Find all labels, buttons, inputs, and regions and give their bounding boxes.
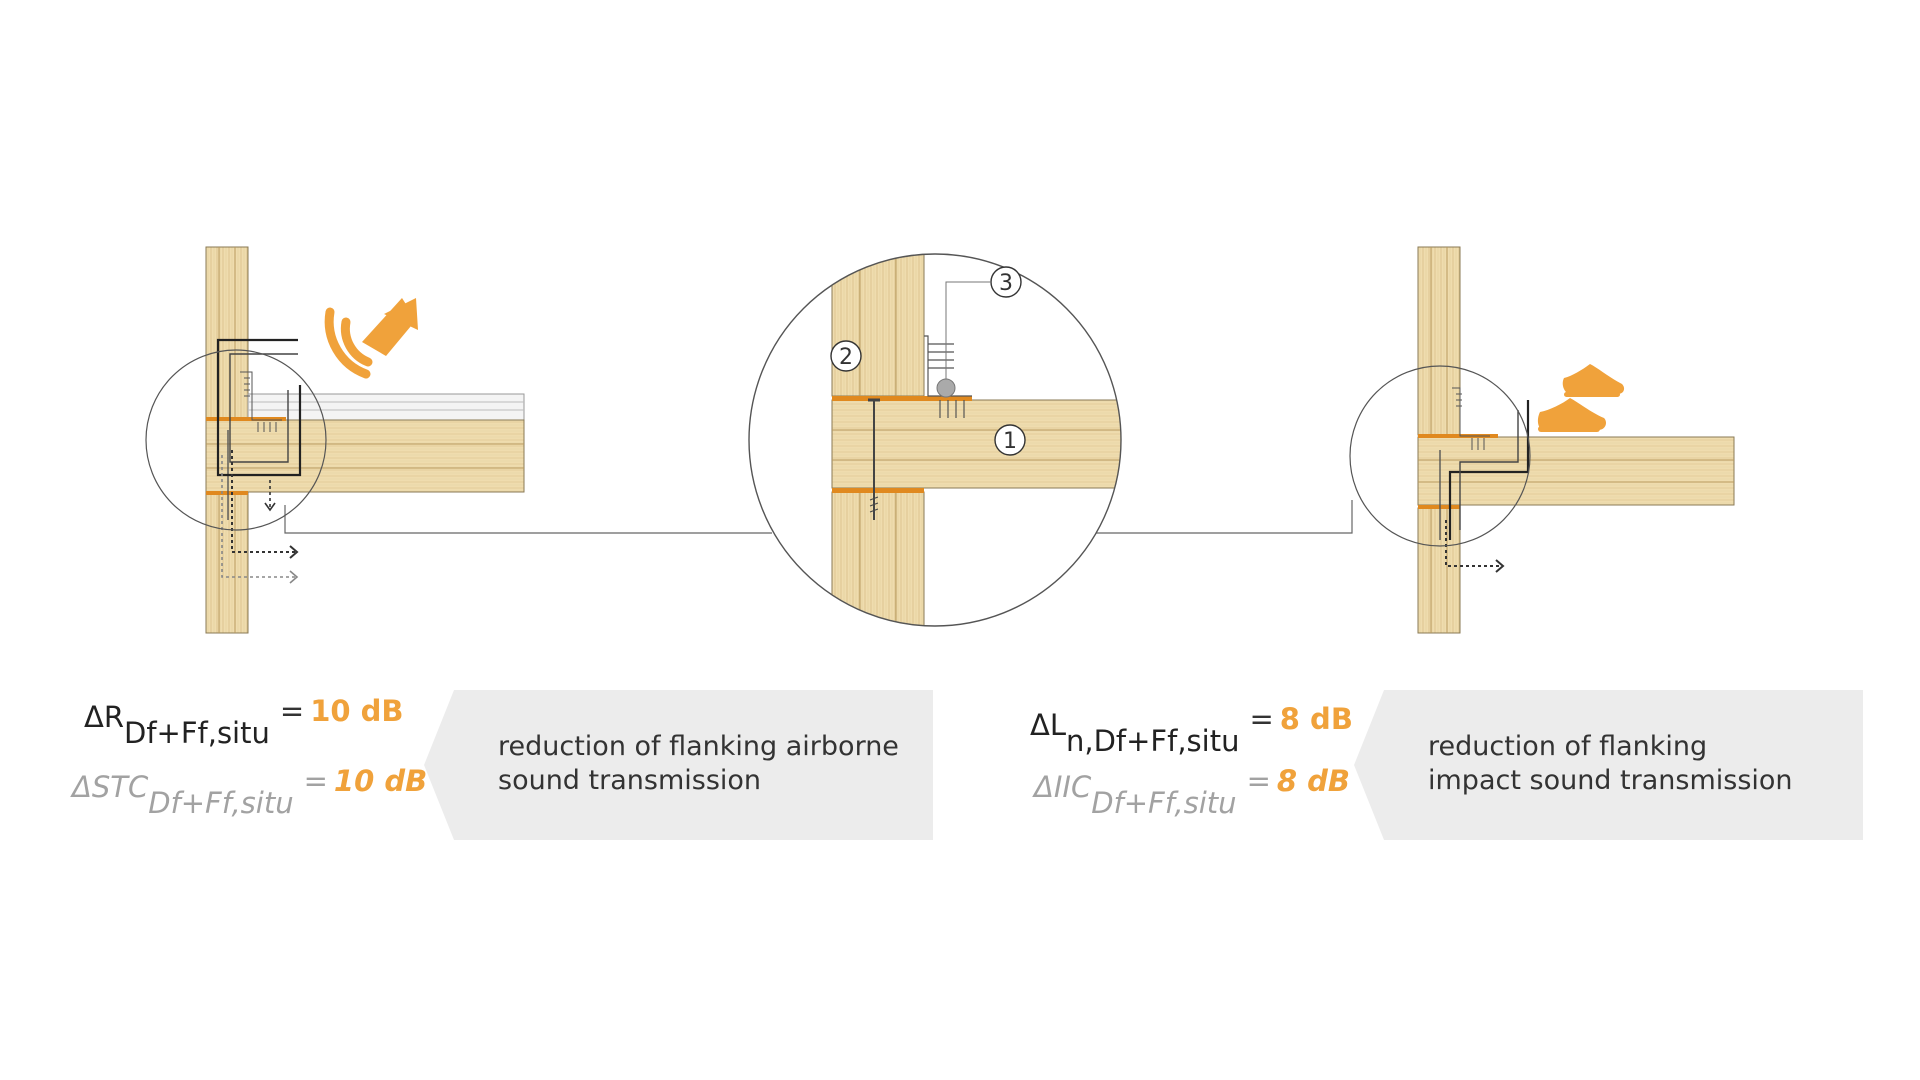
left-floor-topping [247,393,525,421]
left-resilient-strip-top [206,417,286,421]
zoom-floor-slab [831,399,1121,489]
right-wall-lower [1417,507,1461,634]
svg-text:1: 1 [1003,429,1017,454]
speaker-icon [324,298,418,379]
left-junction-detail [145,246,525,634]
left-sound-path-main [216,338,302,477]
right-formula-main: ΔLn,Df+Ff,situ=8 dB [1030,702,1353,758]
right-description-panel [1354,690,1863,840]
right-junction-detail [1349,246,1735,634]
callout-3: 3 [990,266,1022,298]
right-angle-bracket [1452,387,1490,450]
svg-text:2: 2 [839,345,853,370]
left-angle-bracket [240,371,282,432]
right-detail-circle [1349,365,1531,547]
left-description-panel [424,690,933,840]
left-floor-slab [205,419,525,493]
left-description: reduction of flanking airborne sound tra… [498,731,899,796]
left-formula-main: ΔRDf+Ff,situ=10 dB [84,694,404,750]
left-wall-lower [205,492,249,634]
connector-left [284,505,772,534]
zoom-resilient-strip-bottom [832,488,924,493]
svg-text:3: 3 [999,271,1013,296]
connector-right [1018,500,1353,534]
left-formula-alt: ΔSTCDf+Ff,situ=10 dB [72,764,428,820]
zoom-wall-lower [831,491,925,626]
right-resilient-strip-top [1418,434,1498,438]
zoom-resilient-strip-top [832,396,972,401]
left-flanking-arrow-2 [221,455,296,578]
footsteps-icon [1537,364,1625,432]
left-resilient-strip-bottom [206,491,248,495]
right-description: reduction of flanking impact sound trans… [1428,731,1793,796]
left-wall-upper [205,246,249,420]
right-resilient-strip-bottom [1418,505,1460,509]
zoom-detail: 1 2 3 [748,253,1122,627]
left-detail-circle [145,349,327,531]
left-flanking-arrow-1 [231,450,296,553]
right-wall-upper [1417,246,1461,436]
callout-2: 2 [830,340,862,372]
callout-1: 1 [994,424,1026,456]
right-formula-alt: ΔIICDf+Ff,situ=8 dB [1034,764,1351,820]
zoom-wall-upper [831,254,925,397]
zoom-detail-circle [748,253,1122,627]
